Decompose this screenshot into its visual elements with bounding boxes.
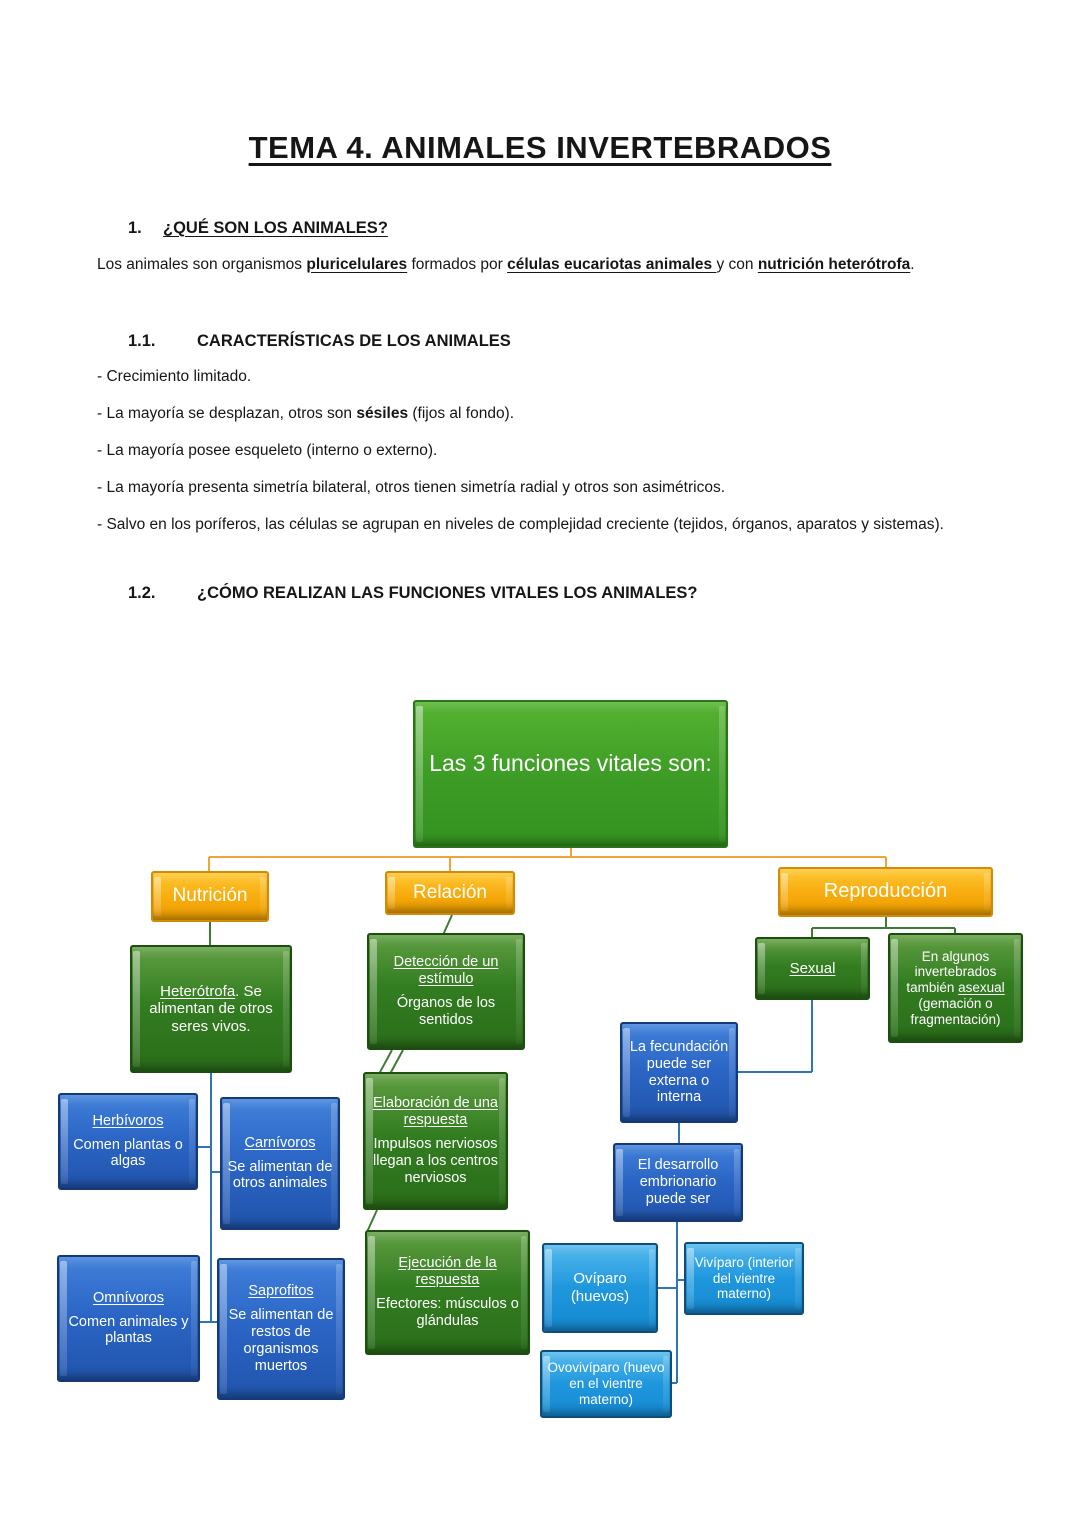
node-reproduccion: Reproducción [778, 867, 993, 917]
intro-text: formados por [407, 255, 508, 273]
characteristic-text: - La mayoría se desplazan, otros son [97, 404, 357, 422]
intro-keyword-nutricion: nutrición heterótrofa [757, 255, 911, 273]
characteristic-item: - Salvo en los poríferos, las células se… [97, 514, 983, 536]
node-oviparo-text: Ovíparo (huevos) [570, 1270, 630, 1305]
node-ejecucion-title: Ejecución de la respuesta [398, 1255, 497, 1289]
node-elaboracion-body: Impulsos nerviosos llegan a los centros … [373, 1136, 498, 1186]
node-heterotrofa-term: Heterótrofa [160, 982, 236, 1000]
node-saprofitos-title: Saprofitos [248, 1283, 314, 1300]
characteristic-item: - La mayoría presenta simetría bilateral… [97, 477, 983, 499]
intro-text: . [910, 255, 915, 273]
node-herbivoros-title: Herbívoros [92, 1112, 164, 1129]
node-sexual: Sexual [755, 937, 870, 1000]
node-oviparo: Ovíparo (huevos) [542, 1243, 658, 1333]
section-1-2-heading: 1.2. ¿CÓMO REALIZAN LAS FUNCIONES VITALE… [128, 584, 983, 603]
node-carnivoros-body: Se alimentan de otros animales [227, 1158, 333, 1192]
node-reproduccion-label: Reproducción [823, 880, 948, 903]
characteristic-item: - La mayoría se desplazan, otros son sés… [97, 403, 983, 425]
characteristic-text: - La mayoría presenta simetría bilateral… [97, 478, 726, 496]
node-ejecucion-body: Efectores: músculos o glándulas [376, 1296, 519, 1329]
characteristic-keyword-sesiles: sésiles [356, 404, 409, 422]
node-heterotrofa-text: Heterótrofa. Se alimentan de otros seres… [137, 983, 285, 1036]
node-viviparo-text: Vivíparo (interior del vientre materno) [694, 1254, 794, 1302]
node-ovoviviparo-text: Ovovivíparo (huevo en el vientre materno… [547, 1360, 665, 1407]
node-asexual-t2: (gemación o fragmentación) [910, 995, 1001, 1027]
characteristic-text: (fijos al fondo). [408, 404, 515, 422]
characteristic-text: - La mayoría posee esqueleto (interno o … [97, 441, 438, 459]
node-asexual: En algunos invertebrados también asexual… [888, 933, 1023, 1043]
section-1-2-title: ¿CÓMO REALIZAN LAS FUNCIONES VITALES LOS… [197, 583, 698, 602]
characteristic-text: - Crecimiento limitado. [97, 367, 252, 385]
section-1-1-heading: 1.1. CARACTERÍSTICAS DE LOS ANIMALES [128, 332, 983, 351]
node-saprofitos: Saprofitos Se alimentan de restos de org… [217, 1258, 345, 1400]
node-heterotrofa: Heterótrofa. Se alimentan de otros seres… [130, 945, 292, 1073]
section-1-1-number: 1.1. [128, 331, 156, 350]
node-asexual-t1: En algunos invertebrados también [906, 948, 997, 996]
node-nutricion: Nutrición [151, 871, 269, 922]
node-nutricion-label: Nutrición [172, 885, 248, 907]
node-elaboracion: Elaboración de una respuesta Impulsos ne… [363, 1072, 508, 1210]
node-omnivoros-body: Comen animales y plantas [68, 1313, 189, 1347]
node-omnivoros-title: Omnívoros [93, 1289, 164, 1306]
intro-keyword-pluricelulares: pluricelulares [306, 255, 408, 273]
node-desarrollo: El desarrollo embrionario puede ser [613, 1143, 743, 1222]
node-asexual-term: asexual [958, 980, 1005, 996]
node-desarrollo-text: El desarrollo embrionario puede ser [637, 1157, 719, 1207]
node-elaboracion-title: Elaboración de una respuesta [373, 1095, 498, 1129]
section-1-1-title: CARACTERÍSTICAS DE LOS ANIMALES [197, 331, 511, 350]
section-1-title: ¿QUÉ SON LOS ANIMALES? [163, 218, 388, 237]
node-relacion-label: Relación [413, 881, 487, 903]
node-asexual-text: En algunos invertebrados también asexual… [895, 949, 1016, 1028]
characteristic-item: - Crecimiento limitado. [97, 366, 983, 388]
page-title: TEMA 4. ANIMALES INVERTEBRADOS [97, 0, 983, 166]
node-carnivoros-title: Carnívoros [244, 1134, 316, 1151]
node-deteccion-title: Detección de un estímulo [393, 954, 499, 988]
intro-text: Los animales son organismos [97, 255, 307, 273]
page-title-text: TEMA 4. ANIMALES INVERTEBRADOS [248, 130, 832, 165]
node-herbivoros-body: Comen plantas o algas [73, 1136, 183, 1170]
node-viviparo: Vivíparo (interior del vientre materno) [684, 1242, 804, 1315]
characteristic-text: - Salvo en los poríferos, las células se… [97, 515, 944, 533]
node-deteccion-body: Órganos de los sentidos [396, 995, 496, 1028]
node-fecundacion-text: La fecundación puede ser externa o inter… [629, 1038, 729, 1106]
intro-text: y con [716, 255, 758, 273]
characteristic-item: - La mayoría posee esqueleto (interno o … [97, 440, 983, 462]
node-carnivoros: Carnívoros Se alimentan de otros animale… [220, 1097, 340, 1230]
node-root-text: Las 3 funciones vitales son: [429, 749, 712, 776]
intro-keyword-celulas: células eucariotas animales [507, 255, 717, 273]
node-herbivoros: Herbívoros Comen plantas o algas [58, 1093, 198, 1190]
node-root-funciones-vitales: Las 3 funciones vitales son: [413, 700, 728, 848]
node-ejecucion: Ejecución de la respuesta Efectores: mús… [365, 1230, 530, 1355]
node-ovoviviparo: Ovovivíparo (huevo en el vientre materno… [540, 1350, 672, 1418]
node-omnivoros: Omnívoros Comen animales y plantas [57, 1255, 200, 1382]
node-heterotrofa-rest: . Se alimentan de otros seres vivos. [149, 982, 273, 1035]
node-deteccion: Detección de un estímulo Órganos de los … [367, 933, 525, 1050]
node-relacion: Relación [385, 871, 515, 915]
intro-paragraph: Los animales son organismos pluricelular… [97, 254, 983, 276]
node-sexual-label: Sexual [789, 959, 836, 977]
node-saprofitos-body: Se alimentan de restos de organismos mue… [228, 1307, 334, 1374]
section-1-2-number: 1.2. [128, 583, 156, 602]
section-1-number: 1. [128, 218, 142, 237]
node-fecundacion: La fecundación puede ser externa o inter… [620, 1022, 738, 1123]
section-1-heading: 1. ¿QUÉ SON LOS ANIMALES? [128, 219, 983, 238]
